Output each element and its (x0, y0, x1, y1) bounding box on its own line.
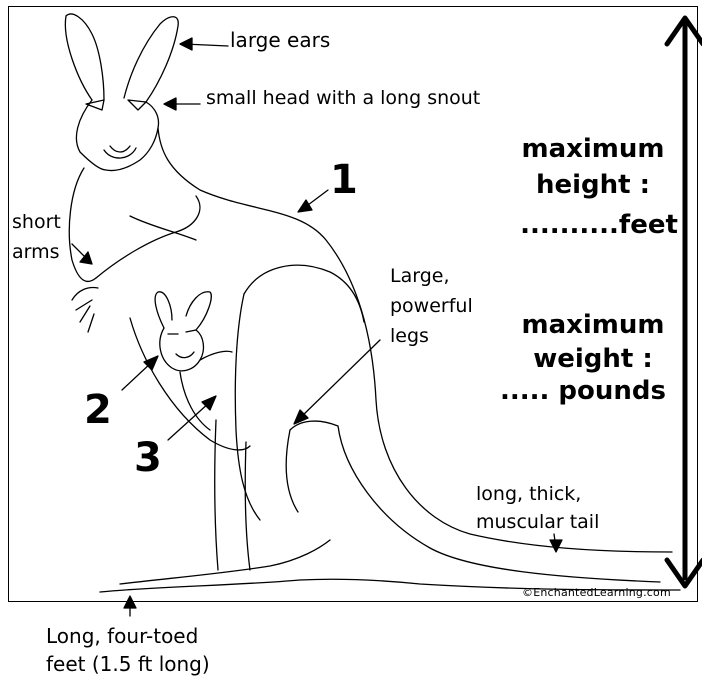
label-legs-2: powerful (390, 294, 473, 318)
height-title-1: maximum (498, 132, 688, 166)
joey-mouth (176, 352, 194, 358)
mother-hind-leg-front2 (245, 442, 250, 570)
credit-text: ©EnchantedLearning.com (522, 586, 671, 599)
mother-nose (110, 146, 130, 152)
mother-paw (72, 288, 98, 333)
label-legs-3: legs (390, 324, 429, 348)
joey-body (180, 351, 232, 430)
number-3: 3 (134, 436, 162, 480)
mother-thigh-top (244, 265, 364, 322)
label-tail-1: long, thick, (476, 482, 581, 506)
height-value: ..........feet (504, 208, 694, 242)
joey-ear-left (155, 292, 172, 328)
mother-thigh (235, 294, 260, 520)
mother-heel (286, 430, 298, 512)
height-arrow (667, 18, 702, 586)
number-1: 1 (330, 158, 358, 202)
label-small-head: small head with a long snout (206, 86, 480, 110)
joey-eye-right (186, 330, 196, 332)
label-short-arms-1: short (12, 210, 61, 234)
label-feet-2: feet (1.5 ft long) (46, 652, 210, 676)
label-legs-1: Large, (390, 264, 450, 288)
label-feet-1: Long, four-toed (46, 624, 198, 648)
mother-arm (96, 196, 200, 278)
mother-head (76, 100, 158, 171)
weight-title-2: weight : (498, 342, 688, 376)
right-ear (124, 17, 178, 102)
label-short-arms-2: arms (12, 240, 60, 264)
mother-lower-leg (290, 421, 660, 582)
weight-value: ..... pounds (488, 374, 678, 408)
mother-eye-left (86, 100, 104, 110)
left-ear (65, 14, 104, 100)
height-title-2: height : (498, 168, 688, 202)
mother-eye-right (128, 100, 146, 110)
pouch (130, 318, 250, 450)
number-2: 2 (84, 388, 112, 432)
label-large-ears: large ears (230, 28, 330, 52)
weight-title-1: maximum (498, 308, 688, 342)
mother-mouth (104, 148, 136, 158)
mother-foot-top (120, 540, 330, 584)
joey-ear-right (186, 292, 211, 330)
label-tail-2: muscular tail (476, 510, 599, 534)
joey-head (160, 328, 204, 371)
